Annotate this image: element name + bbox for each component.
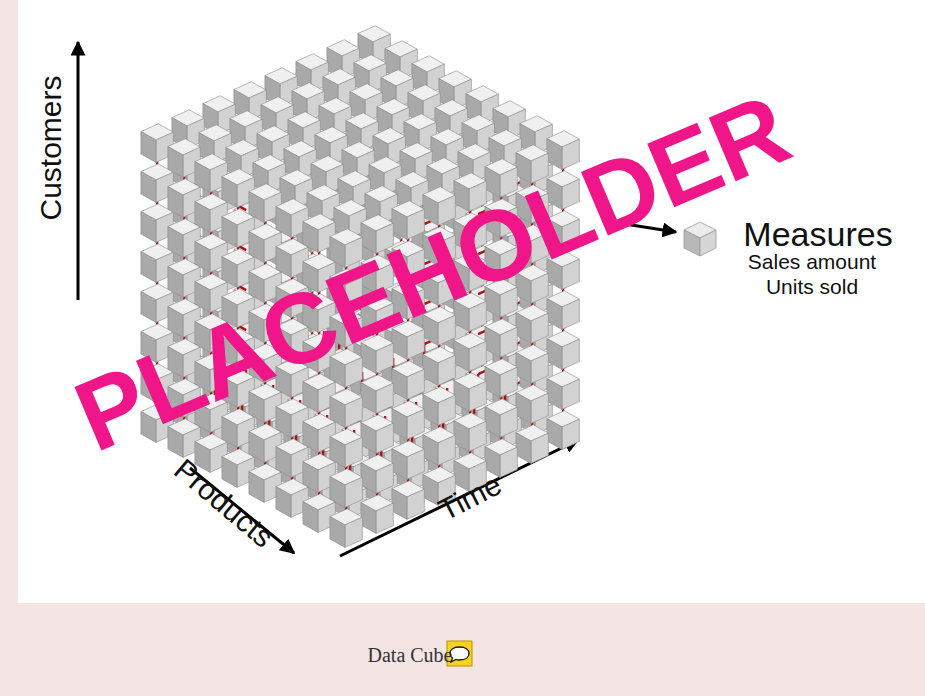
cube-face [249,472,264,503]
axis-label: Products [168,452,280,553]
cube-face [249,432,264,463]
cube-face [407,369,424,399]
cube-face [562,339,579,369]
cube-face [141,132,156,163]
watermark: PLACEHOLDER [60,73,804,472]
cube-face [392,369,407,400]
measures-heading: Measures [743,216,892,253]
cube-face [222,177,237,208]
measure-cube [684,222,716,256]
cube-face [222,217,237,248]
cube-face [562,379,579,409]
cube-face [531,313,548,343]
cube-face [500,407,517,437]
cube-face [168,147,183,178]
cube-face [249,192,264,223]
cube-face [407,489,424,519]
cube-face [392,489,407,520]
cube-face [547,299,562,330]
cube-face [392,409,407,440]
cube-face [516,313,531,344]
cube-face [485,367,500,398]
cube-face [195,162,210,193]
cube-face [195,242,210,273]
cube-face [376,423,393,453]
cube-face [330,477,345,508]
cube-face [485,407,500,438]
cube-face [516,433,531,464]
cube-face [469,341,486,371]
cube-face [407,409,424,439]
cube-face [330,437,345,468]
cube-face [438,355,455,385]
cube-face [222,417,237,448]
cube-face [141,212,156,243]
cube-face [438,395,455,425]
cube-face [485,327,500,358]
cube-face [276,447,291,478]
cube-face [454,341,469,372]
cube-face [345,477,362,507]
cube-face [303,382,318,413]
cube-face [361,503,376,534]
cube-face [141,172,156,203]
cube-face [423,355,438,386]
cube-face [531,353,548,383]
cube-face [168,227,183,258]
cube-face [423,395,438,426]
cube-face [376,383,393,413]
customers-axis-arrow [77,42,80,300]
cube-face [469,421,486,451]
cube-face [547,339,562,370]
cube-face [376,463,393,493]
cube-face [276,207,291,238]
measure-name: Units sold [766,275,858,298]
cube-face [392,449,407,480]
cube-face [303,462,318,493]
cube-face [276,487,291,518]
axis-label: Time [433,467,506,526]
cube-face [547,379,562,410]
cube-face [500,447,517,477]
cube-face [407,449,424,479]
cube-face [531,433,548,463]
cube-face [345,437,362,467]
cube-face [330,397,345,428]
cube-face [361,463,376,494]
cube-face [438,435,455,465]
cube-face [500,327,517,357]
cube-face [303,222,318,253]
cube-face [376,503,393,533]
cube-face [195,202,210,233]
cube-face [276,407,291,438]
cube-face [423,435,438,466]
cube-face [531,393,548,423]
cube-face [562,299,579,329]
axis-label: Customers [34,75,67,220]
cube-face [516,393,531,424]
cube-face [168,187,183,218]
measure-name: Sales amount [748,250,876,273]
cube-face [547,419,562,450]
cube-face [345,397,362,427]
cube-face [454,381,469,412]
cube-face [303,422,318,453]
cube-face [469,381,486,411]
cube-face [249,232,264,263]
cube-face [361,423,376,454]
cube-face [222,257,237,288]
cube-face [168,267,183,298]
cube-face [562,419,579,449]
cube-face [303,502,318,533]
cube-face [345,517,362,547]
cube-face [500,367,517,397]
cube-face [454,421,469,452]
figure-caption: Data Cube [368,644,453,666]
cube-face [361,383,376,414]
cube-face [516,353,531,384]
cube-face [141,252,156,283]
cube-face [330,517,345,548]
cube-face [141,292,156,323]
